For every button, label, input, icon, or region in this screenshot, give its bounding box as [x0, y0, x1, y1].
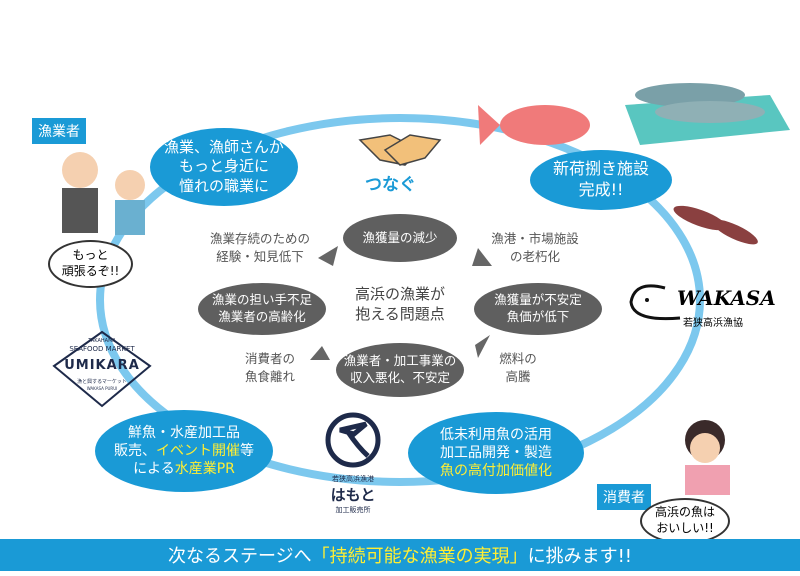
hamoto-logo: 若狭高浜漁港 はもと 加工販売所: [318, 412, 388, 522]
center-title: 高浜の漁業が抱える問題点: [354, 285, 445, 323]
squid-illustration: [673, 205, 758, 245]
fishermen-illustration: [62, 152, 145, 235]
bubble-sales-pr: 鮮魚・水産加工品 販売、イベント開催等 による水産業PR: [95, 410, 273, 492]
problem-labor-shortage: 漁業の担い手不足漁業者の高齢化: [198, 283, 326, 335]
cause-knowledge: 漁業存続のための経験・知見低下: [209, 231, 310, 264]
fish-crate-illustration: [625, 83, 790, 145]
bubble-career: 漁業、漁師さんがもっと身近に憧れの職業に: [150, 128, 298, 206]
problem-catch-decline: 漁獲量の減少: [343, 214, 457, 262]
cause-consumers: 消費者の魚食離れ: [244, 351, 295, 384]
connect-label: つなぐ: [365, 175, 416, 195]
bubble-value-added: 低未利用魚の活用加工品開発・製造魚の高付加価値化: [408, 412, 584, 494]
cause-facilities: 漁港・市場施設の老朽化: [491, 231, 579, 264]
problem-unstable-catch: 漁獲量が不安定魚価が低下: [474, 283, 602, 335]
umikara-logo: TAKAHAMA SEAFOOD MARKET UMIKARA 漁と興するマーケ…: [52, 328, 152, 410]
consumer-illustration: [685, 420, 730, 495]
cause-fuel: 燃料の高騰: [499, 351, 537, 384]
problem-income: 漁業者・加工事業の収入悪化、不安定: [336, 343, 464, 397]
speech-consumer: 高浜の魚はおいしい!!: [640, 498, 730, 544]
problem-arrows: [310, 246, 492, 360]
bubble-new-facility: 新荷捌き施設完成!!: [530, 150, 672, 210]
bottom-banner: 次なるステージへ「持続可能な漁業の実現」に挑みます!!: [0, 539, 800, 571]
red-snapper-illustration: [478, 105, 590, 145]
wakasa-logo: WAKASA 若狭高浜漁協: [625, 280, 776, 330]
handshake-icon: [358, 134, 442, 166]
cycle-ring: [96, 114, 704, 486]
consumers-label: 消費者: [597, 484, 651, 510]
fishermen-label: 漁業者: [32, 118, 86, 144]
speech-fishermen: もっと頑張るぞ!!: [48, 240, 133, 288]
